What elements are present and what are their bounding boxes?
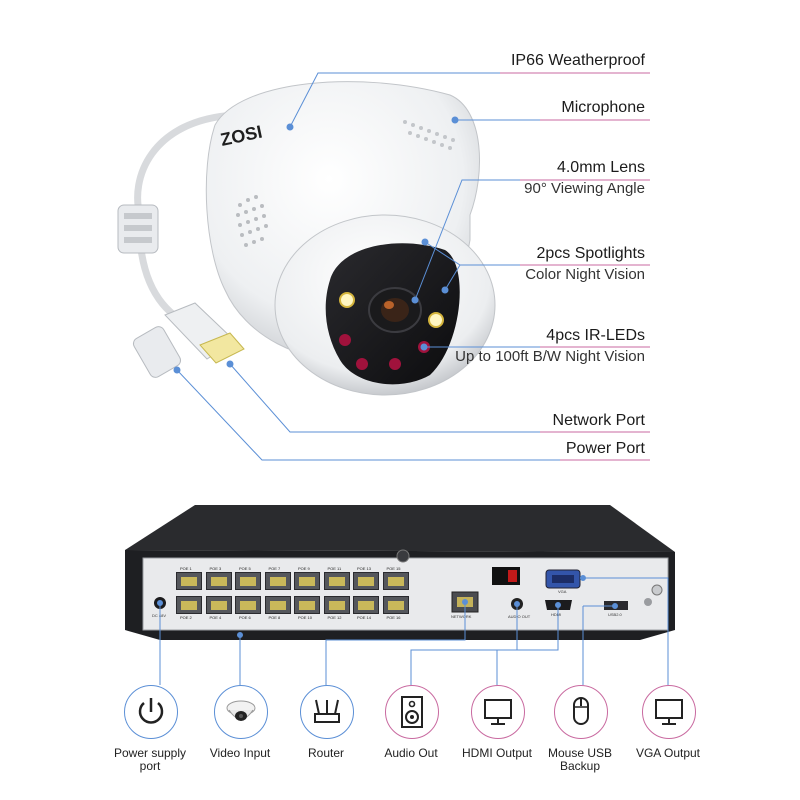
feature-network-port: Network Port: [553, 410, 645, 432]
poe-port: [323, 572, 350, 590]
poe-label: POE 14: [357, 615, 372, 620]
microphone-grille: [403, 120, 455, 150]
power-icon: [124, 685, 178, 739]
feature-title: 4.0mm Lens: [556, 159, 645, 176]
poe-port-grid: POE 1 POE 3 POE 5 POE 7 POE 9 POE 11 POE 13 POE…: [176, 566, 416, 622]
feature-title: IP66 Weatherproof: [510, 52, 645, 69]
speaker-grille: [236, 195, 268, 247]
poe-label: POE 9: [298, 566, 310, 571]
poe-label: POE 3: [209, 566, 222, 571]
poe-port: [294, 572, 320, 590]
poe-port: [176, 596, 202, 614]
network-label: NETWORK: [451, 614, 472, 619]
nvr-rear-panel: [142, 557, 669, 631]
port-label-line-1: HDMI Output: [461, 746, 533, 760]
feature-subtitle: Color Night Vision: [525, 266, 645, 283]
port-label-line-2: port: [139, 759, 161, 773]
hdmi-label: HDMI: [551, 612, 562, 617]
poe-label: POE 13: [357, 566, 372, 571]
feature-ir-leds: 4pcs IR-LEDs Up to 100ft B/W Night Visio…: [455, 325, 645, 367]
poe-label: POE 15: [386, 566, 401, 571]
speaker-icon: [385, 685, 439, 739]
feature-title: Power Port: [565, 440, 645, 457]
spotlight: [339, 292, 355, 308]
feature-power-port: Power Port: [566, 438, 645, 460]
poe-label: POE 8: [268, 615, 281, 620]
feature-subtitle: 90° Viewing Angle: [524, 180, 645, 197]
dome-camera-icon: [214, 685, 268, 739]
poe-label: POE 2: [180, 615, 192, 620]
feature-title: Microphone: [561, 99, 645, 116]
feature-lens: 4.0mm Lens 90° Viewing Angle: [524, 157, 645, 199]
port-label-line-1: Mouse USB: [547, 746, 613, 760]
port-label-line-1: Power supply: [113, 746, 187, 760]
spotlight: [428, 312, 444, 328]
vga-label: VGA: [558, 589, 567, 594]
feature-title: Network Port: [552, 412, 645, 429]
cable: [134, 111, 236, 216]
poe-port: [353, 596, 379, 614]
poe-label: POE 12: [327, 615, 342, 620]
port-label-line-1: Router: [307, 746, 345, 760]
feature-title: 2pcs Spotlights: [536, 245, 645, 262]
ir-led: [356, 358, 368, 370]
port-label-line-1: Video Input: [209, 746, 271, 760]
poe-port: [382, 572, 409, 590]
poe-label: POE 6: [239, 615, 251, 620]
poe-port: [205, 596, 232, 614]
port-label-line-1: Audio Out: [384, 746, 438, 760]
mouse-icon: [554, 685, 608, 739]
monitor-icon: [642, 685, 696, 739]
usb-label: USB2.0: [608, 612, 622, 617]
dc-label: DC 48V: [152, 613, 167, 618]
nvr-top: [125, 505, 675, 552]
poe-port: [205, 572, 232, 590]
network-connector: [132, 302, 245, 378]
poe-label: POE 5: [239, 566, 251, 571]
port-label: VGA Output: [623, 747, 713, 760]
poe-port: [294, 596, 320, 614]
router-icon: [300, 685, 354, 739]
port-label: Video Input: [195, 747, 285, 760]
poe-label: POE 1: [180, 566, 192, 571]
poe-port: [323, 596, 350, 614]
power-connector: [117, 204, 159, 254]
poe-label: POE 7: [268, 566, 281, 571]
feature-subtitle: Up to 100ft B/W Night Vision: [455, 348, 645, 365]
poe-label: POE 16: [386, 615, 401, 620]
ir-led: [339, 334, 351, 346]
poe-port: [382, 596, 409, 614]
feature-microphone: Microphone: [561, 97, 645, 119]
poe-label: POE 11: [327, 566, 342, 571]
feature-title: 4pcs IR-LEDs: [546, 327, 645, 344]
port-label-line-2: Backup: [559, 759, 601, 773]
poe-port: [264, 572, 291, 590]
feature-ip66: IP66 Weatherproof: [511, 50, 645, 72]
poe-port: [353, 572, 379, 590]
poe-label: POE 4: [209, 615, 222, 620]
poe-port: [235, 572, 261, 590]
port-label: Audio Out: [366, 747, 456, 760]
feature-spotlights: 2pcs Spotlights Color Night Vision: [525, 243, 645, 285]
ir-led: [389, 358, 401, 370]
monitor-icon: [471, 685, 525, 739]
poe-port: [176, 572, 202, 590]
poe-port: [264, 596, 291, 614]
port-label: HDMI Output: [452, 747, 542, 760]
poe-port: [235, 596, 261, 614]
port-label-line-1: VGA Output: [635, 746, 701, 760]
port-label: Router: [281, 747, 371, 760]
poe-label: POE 10: [298, 615, 313, 620]
audio-label: AUDIO OUT: [508, 614, 531, 619]
